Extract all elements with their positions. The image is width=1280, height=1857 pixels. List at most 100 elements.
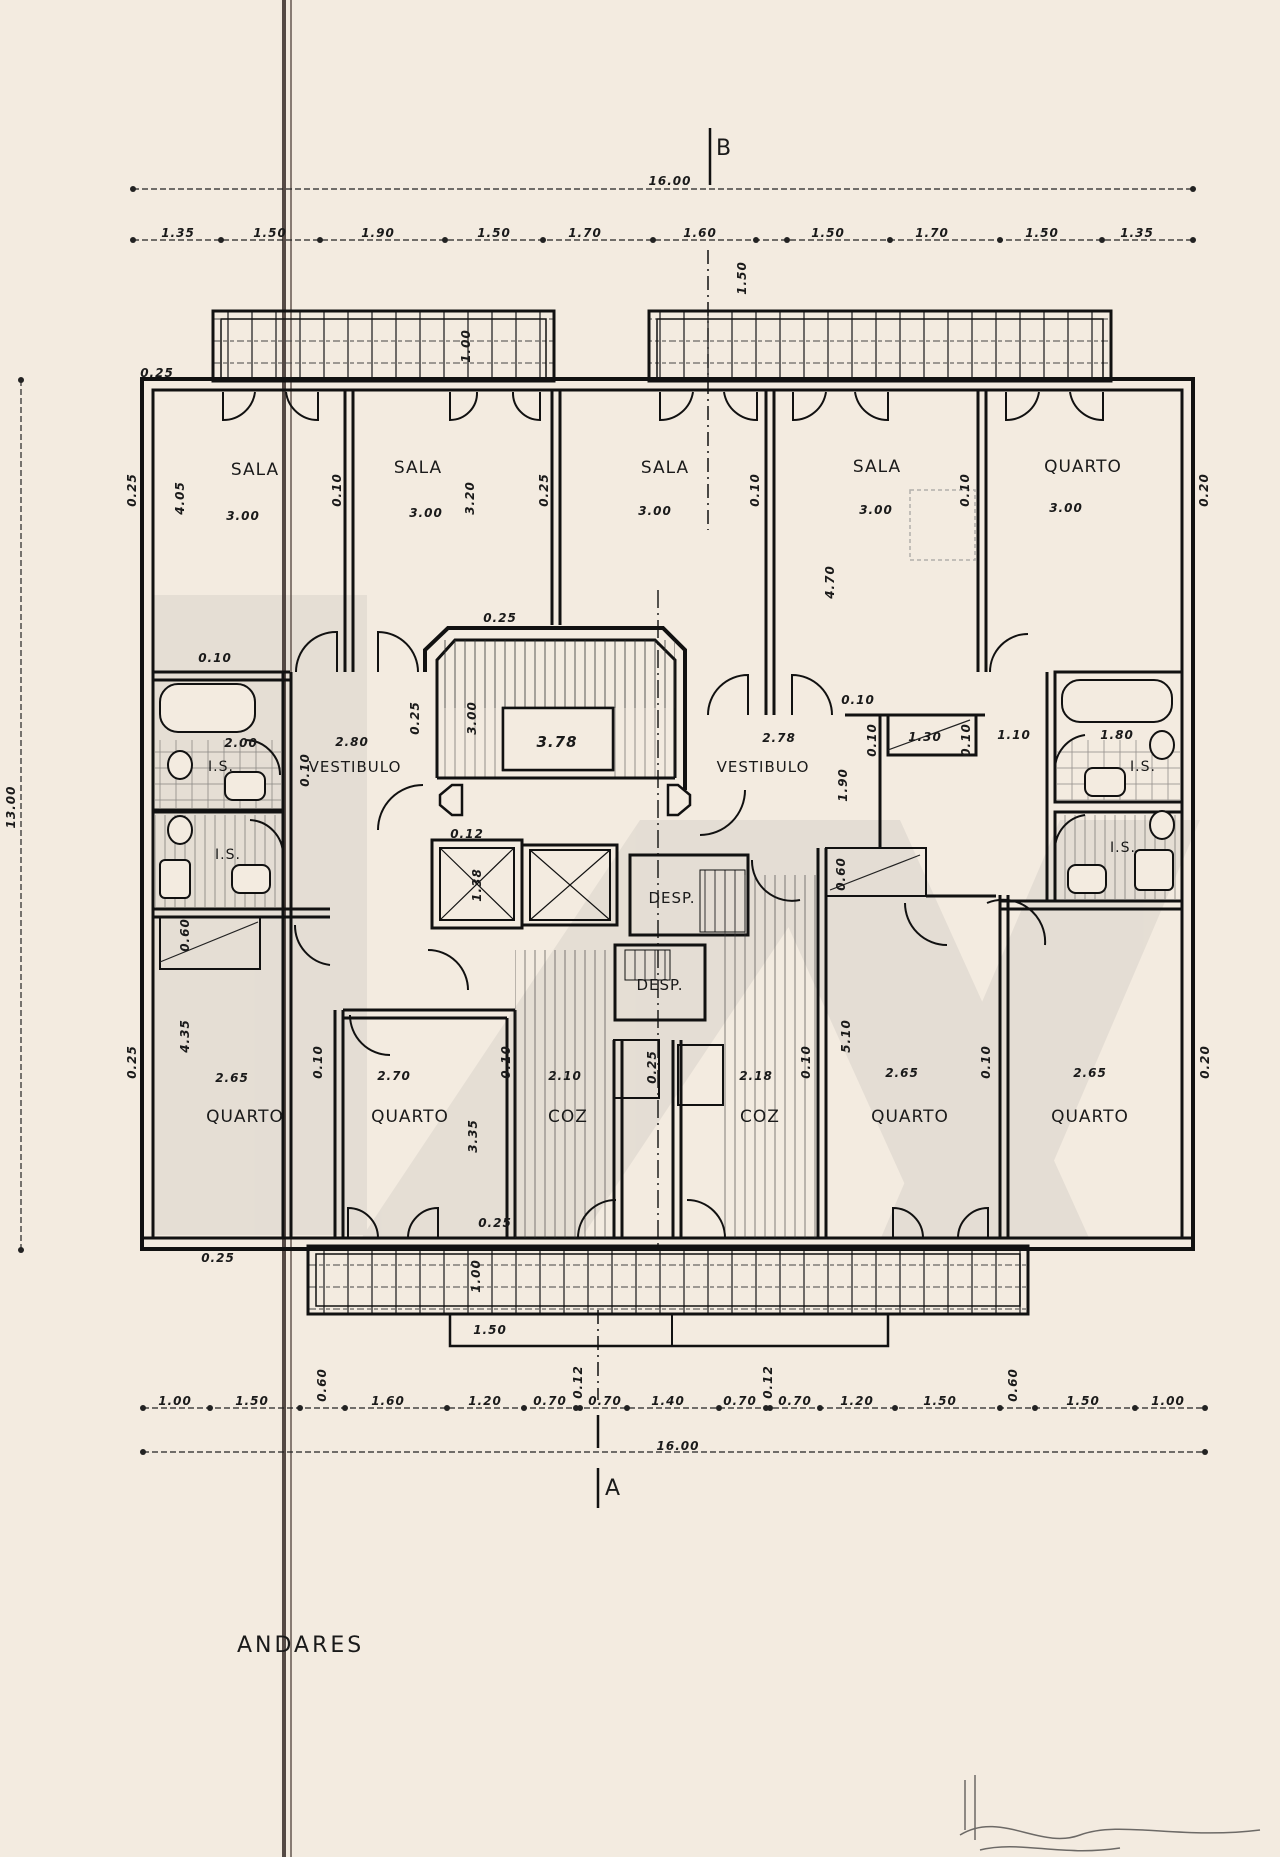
balcony-bottom bbox=[306, 1244, 1030, 1316]
balcony-bottom-strip bbox=[448, 1312, 890, 1348]
room-sala-2: SALA bbox=[393, 458, 443, 478]
section-marker-a: A bbox=[605, 1476, 622, 1501]
wall-note: 0.10 bbox=[298, 753, 312, 787]
dim-top-seg: 1.60 bbox=[683, 226, 717, 240]
balcony-top-right bbox=[647, 309, 1113, 383]
stair-core bbox=[423, 626, 692, 817]
room-sala-4-width: 3.00 bbox=[859, 503, 893, 517]
wall-note: 0.25 bbox=[408, 701, 422, 735]
kitchen-right-floor bbox=[722, 875, 818, 1238]
dim-top-seg: 1.70 bbox=[568, 226, 602, 240]
lift-width: 1.38 bbox=[470, 868, 484, 902]
wall-note: 0.10 bbox=[499, 1045, 513, 1079]
wall-note: 0.10 bbox=[330, 473, 344, 507]
wall-note: 0.25 bbox=[125, 1045, 139, 1079]
dim-bottom-seg: 0.60 bbox=[315, 1368, 329, 1402]
closet-right-width: 1.30 bbox=[908, 730, 942, 744]
wall-note: 0.10 bbox=[748, 473, 762, 507]
room-sala-4-depth: 4.70 bbox=[823, 565, 837, 599]
top-dimension-ticks bbox=[130, 186, 1196, 243]
dim-balcony-top-right: 1.50 bbox=[735, 261, 749, 295]
wall-note: 0.10 bbox=[198, 651, 232, 665]
wall-note: 0.60 bbox=[178, 918, 192, 952]
section-marker-b: B bbox=[716, 136, 733, 161]
wall-note: 0.25 bbox=[537, 473, 551, 507]
room-quarto-bottom-left-2-depth: 3.35 bbox=[466, 1119, 480, 1153]
room-quarto-bottom-right-2: QUARTO bbox=[871, 1107, 949, 1127]
dim-wall-bottom: 0.25 bbox=[201, 1251, 235, 1265]
dim-bottom-total: 16.00 bbox=[656, 1439, 700, 1453]
wall-note: 0.10 bbox=[979, 1045, 993, 1079]
wall-note: 0.10 bbox=[311, 1045, 325, 1079]
wall-note: 0.25 bbox=[125, 473, 139, 507]
dim-bottom-seg: 1.00 bbox=[158, 1394, 192, 1408]
dim-balcony-top-left: 1.00 bbox=[459, 329, 473, 363]
stair-depth: 3.00 bbox=[465, 701, 479, 735]
room-quarto-bottom-left: QUARTO bbox=[206, 1107, 284, 1127]
room-sala-4: SALA bbox=[852, 457, 902, 477]
dim-bottom-seg: 1.60 bbox=[371, 1394, 405, 1408]
room-cozinha-left-width: 2.10 bbox=[548, 1069, 582, 1083]
room-vestibulo-left: VESTIBULO bbox=[308, 758, 402, 776]
room-desp-2: DESP. bbox=[636, 976, 684, 994]
dim-bottom-seg: 0.70 bbox=[533, 1394, 567, 1408]
dim-top-seg: 1.90 bbox=[361, 226, 395, 240]
room-quarto-bottom-left-2: QUARTO bbox=[371, 1107, 449, 1127]
wall-note: 0.12 bbox=[450, 827, 484, 841]
dim-balcony-strip: 1.50 bbox=[473, 1323, 507, 1337]
room-vestibulo-right: VESTIBULO bbox=[716, 758, 810, 776]
dim-top-seg: 1.50 bbox=[1025, 226, 1059, 240]
dim-bottom-seg: 1.20 bbox=[840, 1394, 874, 1408]
room-quarto-top-right-width: 3.00 bbox=[1049, 501, 1083, 515]
wall-note: 0.10 bbox=[958, 473, 972, 507]
wall-note: 0.60 bbox=[834, 857, 848, 891]
interior-walls bbox=[142, 390, 1193, 1240]
room-sala-3: SALA bbox=[640, 458, 690, 478]
room-cozinha-left: COZ bbox=[548, 1107, 588, 1127]
dim-balcony-bottom: 1.00 bbox=[469, 1259, 483, 1293]
room-sala-1-width: 3.00 bbox=[226, 509, 260, 523]
dim-bottom-seg: 0.70 bbox=[723, 1394, 757, 1408]
kitchen-left-floor bbox=[515, 950, 614, 1238]
dim-bottom-seg: 0.12 bbox=[761, 1365, 775, 1399]
dim-bottom-seg: 1.20 bbox=[468, 1394, 502, 1408]
dim-left-total: 13.00 bbox=[4, 785, 18, 829]
room-sala-3-width: 3.00 bbox=[638, 504, 672, 518]
dim-bottom-seg: 0.70 bbox=[778, 1394, 812, 1408]
dim-top-seg: 1.35 bbox=[1120, 226, 1154, 240]
room-sala-2-depth: 3.20 bbox=[463, 481, 477, 515]
room-is-3: I.S. bbox=[1130, 759, 1156, 775]
stair-landing-width: 3.78 bbox=[536, 733, 578, 751]
bottom-dimension-lines bbox=[143, 1407, 1205, 1453]
room-cozinha-right-width: 2.18 bbox=[739, 1069, 773, 1083]
dim-bottom-seg: 1.50 bbox=[1066, 1394, 1100, 1408]
top-dimension-lines bbox=[133, 188, 1195, 241]
wall-note: 0.10 bbox=[959, 723, 973, 757]
room-vestibulo-right-width: 2.78 bbox=[762, 731, 796, 745]
dim-bottom-seg: 1.50 bbox=[923, 1394, 957, 1408]
wall-note: 0.25 bbox=[483, 611, 517, 625]
wall-note: 0.10 bbox=[865, 723, 879, 757]
room-quarto-top-right: QUARTO bbox=[1044, 457, 1122, 477]
dim-bottom-seg: 1.40 bbox=[651, 1394, 685, 1408]
room-is-3-width: 1.80 bbox=[1100, 728, 1134, 742]
room-cozinha-right: COZ bbox=[740, 1107, 780, 1127]
room-sala-1: SALA bbox=[230, 460, 280, 480]
room-quarto-bottom-right-2-depth: 5.10 bbox=[839, 1019, 853, 1053]
wall-note: 0.10 bbox=[799, 1045, 813, 1079]
dim-top-seg: 1.50 bbox=[811, 226, 845, 240]
wall-note: 0.10 bbox=[841, 693, 875, 707]
dim-bottom-seg: 1.00 bbox=[1151, 1394, 1185, 1408]
dim-bottom-seg: 0.70 bbox=[588, 1394, 622, 1408]
wall-note: 0.20 bbox=[1198, 1045, 1212, 1079]
room-quarto-bottom-left-width: 2.65 bbox=[215, 1071, 249, 1085]
room-is-1-width: 2.00 bbox=[224, 736, 258, 750]
dim-bottom-seg: 1.50 bbox=[235, 1394, 269, 1408]
room-vestibulo-left-width: 2.80 bbox=[335, 735, 369, 749]
wall-note: 0.25 bbox=[478, 1216, 512, 1230]
room-quarto-bottom-left-depth: 4.35 bbox=[178, 1019, 192, 1053]
bathtubs bbox=[159, 679, 1173, 733]
room-is-4: I.S. bbox=[1110, 840, 1136, 856]
wall-note: 0.20 bbox=[1197, 473, 1211, 507]
